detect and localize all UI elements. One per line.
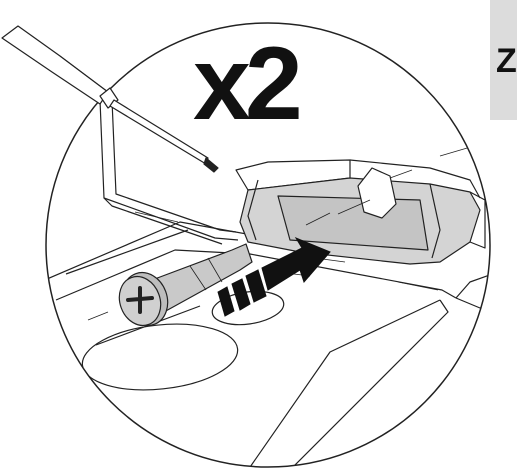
repeat-count-label: x2 <box>193 26 303 142</box>
phillips-screw-icon <box>118 243 253 327</box>
side-tab: Z <box>490 0 517 120</box>
side-tab-label: Z <box>496 42 517 80</box>
base-plate <box>46 221 490 467</box>
hex-hole <box>357 167 397 219</box>
insert-arrow-icon <box>217 236 331 317</box>
screwdriver-icon <box>1 25 219 173</box>
floor-recess <box>81 323 239 391</box>
